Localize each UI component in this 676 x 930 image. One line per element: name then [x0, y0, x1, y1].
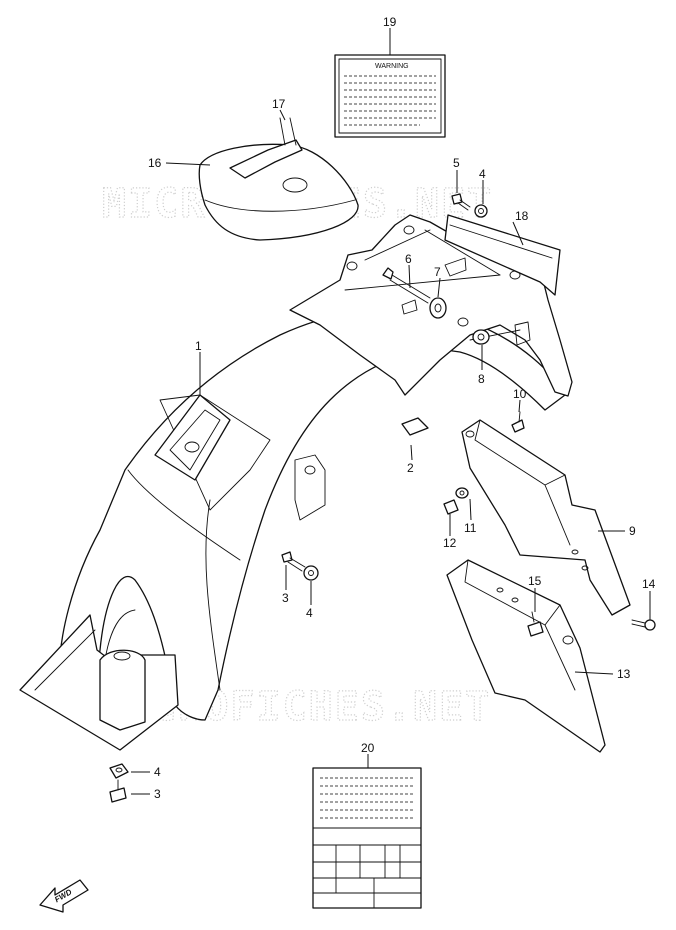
callout-16: 16: [148, 156, 162, 170]
callout-10: 10: [513, 387, 527, 401]
plate-holder-13: [446, 559, 606, 753]
splash-guard: [19, 614, 179, 751]
screw-14: [631, 619, 656, 631]
callout-4-top: 4: [479, 167, 486, 181]
callout-11: 11: [464, 521, 477, 535]
nut-15: [527, 611, 544, 637]
fwd-arrow-icon: FWD: [39, 879, 89, 913]
bolt-5: [451, 193, 471, 211]
callout-5: 5: [453, 156, 460, 170]
callout-4-center: 4: [306, 606, 313, 620]
warning-label-heading: WARNING: [375, 63, 409, 70]
pad-2: [401, 417, 429, 436]
callout-2: 2: [407, 461, 414, 475]
callout-19: 19: [383, 15, 397, 29]
callout-14: 14: [642, 577, 656, 591]
callout-18: 18: [515, 209, 529, 223]
nut-12: [443, 499, 459, 515]
washer-7: [429, 297, 447, 319]
callout-13: 13: [617, 667, 631, 681]
leader-lines: [131, 28, 651, 795]
callout-numbers: 1 2 3 3 4 4 4 5 6 7 8 9 10 11 12 13 14 1…: [148, 15, 656, 801]
strap-17: [229, 117, 303, 179]
callout-17: 17: [272, 97, 286, 111]
callout-20: 20: [361, 741, 375, 755]
callout-12: 12: [443, 536, 457, 550]
callout-3-bottom: 3: [154, 787, 161, 801]
callout-15: 15: [528, 574, 542, 588]
screw-10: [511, 411, 525, 433]
washer-11: [455, 487, 469, 499]
callout-3-center: 3: [282, 591, 289, 605]
callout-7: 7: [434, 265, 441, 279]
callout-9: 9: [629, 524, 636, 538]
bolt-3-center: [281, 551, 306, 572]
nut-4-center: [303, 565, 319, 581]
bushing-8: [472, 329, 490, 345]
callout-4-bottom: 4: [154, 765, 161, 779]
bolt-6: [382, 267, 431, 304]
warning-label-19: WARNING: [334, 54, 446, 138]
callout-6: 6: [405, 252, 412, 266]
callout-8: 8: [478, 372, 485, 386]
spec-label-20: [312, 767, 422, 909]
license-bracket-9: [461, 419, 631, 616]
reflector-strip-18: [444, 214, 561, 296]
bolt-3-bottom: [109, 779, 127, 803]
nut-4-top: [474, 204, 488, 218]
callout-1: 1: [195, 339, 202, 353]
nut-4-bottom: [109, 763, 129, 779]
